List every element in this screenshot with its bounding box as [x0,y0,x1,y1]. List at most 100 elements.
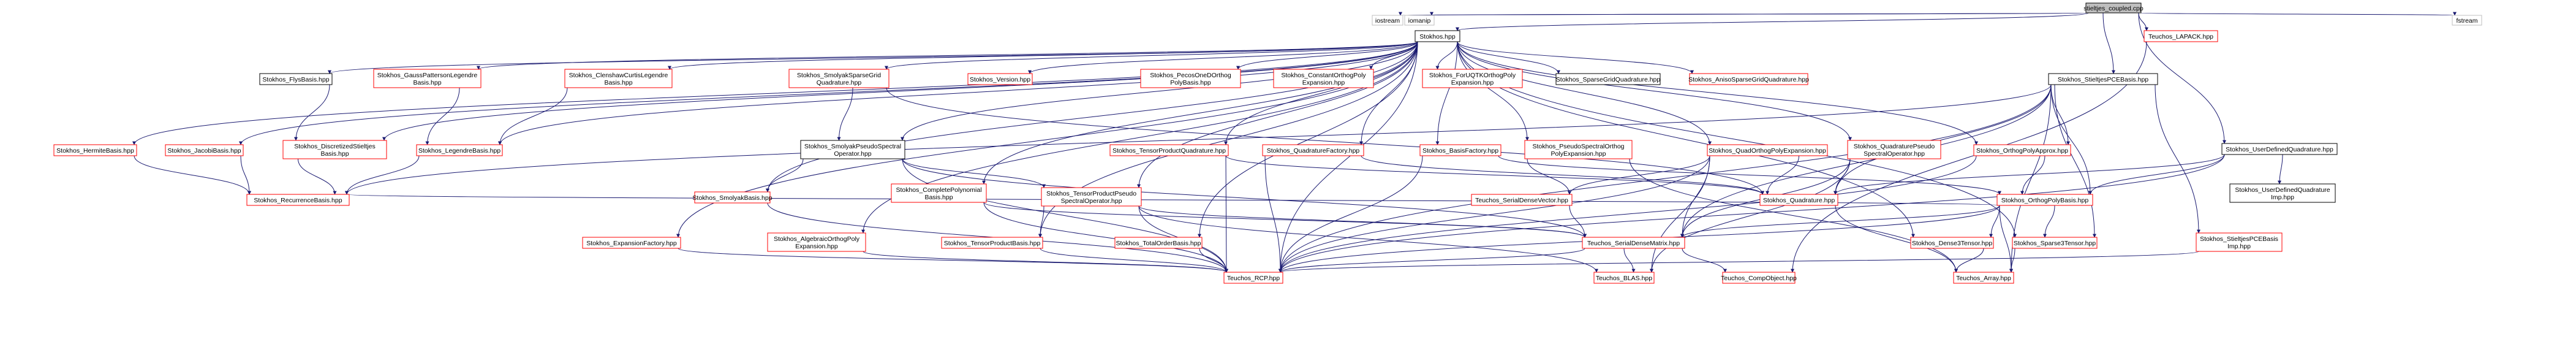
node-smolyak-pseudo[interactable]: Stokhos_SmolyakPseudoSpectralOperator.hp… [800,140,905,159]
node-orthog-poly-approx[interactable]: Stokhos_OrthogPolyApprox.hpp [1973,144,2071,156]
node-rcp[interactable]: Teuchos_RCP.hpp [1223,272,1283,284]
dependency-edge [425,87,460,145]
node-label: Expansion.hpp [1451,79,1494,86]
dependency-edge [1766,155,1799,195]
node-quadrature-factory[interactable]: Stokhos_QuadratureFactory.hpp [1262,144,1364,156]
node-dense3-tensor[interactable]: Stokhos_Dense3Tensor.hpp [1910,237,1994,249]
node-label: SpectralOperator.hpp [1864,150,1925,158]
node-legendre-basis[interactable]: Stokhos_LegendreBasis.hpp [416,144,503,156]
node-recurrence-basis[interactable]: Stokhos_RecurrenceBasis.hpp [246,194,350,206]
dependency-edge [1527,158,1571,195]
node-label: Stokhos_PseudoSpectralOrthog [1532,143,1624,150]
dependency-edge [902,158,1228,273]
node-stokhos[interactable]: Stokhos.hpp [1415,30,1460,42]
dependency-edge [1457,41,1978,145]
node-box [1973,144,2071,156]
node-box [2229,183,2336,203]
node-label: Teuchos_RCP.hpp [1227,275,1280,282]
node-box [1404,15,1435,26]
node-serial-dense-matrix[interactable]: Teuchos_SerialDenseMatrix.hpp [1582,237,1685,249]
dependency-edge [2138,12,2456,16]
node-label: Stokhos_SmolyakBasis.hpp [692,194,772,202]
dependency-edge [1498,155,2001,195]
node-label: Stokhos_SparseGridQuadrature.hpp [1556,76,1661,83]
dependency-edge [2054,84,2096,238]
node-lapack[interactable]: Teuchos_LAPACK.hpp [2144,30,2218,42]
node-box [788,69,890,88]
node-flys-basis[interactable]: Stokhos_FlysBasis.hpp [259,73,333,85]
node-label: Stokhos_ClenshawCurtisLegendre [569,72,668,79]
node-label: Stokhos_AnisoSparseGridQuadrature.hpp [1688,76,1809,83]
node-label: Stokhos_QuadratureFactory.hpp [1267,147,1360,155]
dependency-edge [1138,205,1598,273]
dependency-edge [346,194,2001,206]
dependency-edge [1457,41,1852,141]
node-expansion-factory[interactable]: Stokhos_ExpansionFactory.hpp [582,237,681,249]
dependency-edge [1279,154,2225,273]
node-label: Stokhos_FlysBasis.hpp [262,76,329,83]
dependency-edge [1629,158,1958,273]
node-version[interactable]: Stokhos_Version.hpp [967,73,1033,85]
node-sparse-grid-quad[interactable]: Stokhos_SparseGridQuadrature.hpp [1555,73,1661,85]
node-box [2085,2,2142,13]
dependency-edge [498,87,568,145]
dependency-edge [2050,84,2092,195]
node-box [1910,237,1994,249]
dependency-edge [498,41,1418,145]
dependency-edge [668,41,1418,70]
node-pseudo-spectral-orthog[interactable]: Stokhos_PseudoSpectralOrthogPolyExpansio… [1524,140,1633,159]
node-blas[interactable]: Teuchos_BLAS.hpp [1593,272,1655,284]
dependency-edge [1225,155,1764,195]
node-tensor-product-pseudo[interactable]: Stokhos_TensorProductPseudoSpectralOpera… [1041,187,1142,207]
node-quad-orthog-poly[interactable]: Stokhos_QuadOrthogPolyExpansion.hpp [1707,144,1828,156]
node-comp-object[interactable]: Teuchos_CompObject.hpp [1721,272,1797,284]
dependency-edge [382,41,1418,141]
dependency-edge [2155,84,2200,234]
node-orthog-poly-basis[interactable]: Stokhos_OrthogPolyBasis.hpp [1996,194,2093,206]
node-label: Stokhos_ConstantOrthogPoly [1281,72,1366,79]
node-user-defined-quad[interactable]: Stokhos_UserDefinedQuadrature.hpp [2221,143,2338,155]
node-stieltjes-pce-basis[interactable]: Stokhos_StieltjesPCEBasis.hpp [2048,73,2158,85]
node-label: Stokhos_QuadraturePseudo [1854,143,1935,150]
node-label: Teuchos_Array.hpp [1956,275,2011,282]
node-aniso-sparse-grid[interactable]: Stokhos_AnisoSparseGridQuadrature.hpp [1688,73,1809,85]
dependency-edge [1680,205,2000,238]
dependency-edge [1791,41,2147,273]
dependency-edge [982,41,1418,185]
dependency-edge [1680,155,1710,238]
node-box [800,140,905,159]
node-jacobi-basis[interactable]: Stokhos_JacobiBasis.hpp [165,144,244,156]
node-label: Stokhos_ExpansionFactory.hpp [586,240,677,247]
node-box [1707,144,1828,156]
node-label: Stokhos_DiscretizedStieltjes [294,143,375,150]
node-smolyak-basis[interactable]: Stokhos_SmolyakBasis.hpp [692,191,772,204]
node-tensor-product-basis[interactable]: Stokhos_TensorProductBasis.hpp [941,237,1043,249]
node-label: Imp.hpp [2227,243,2251,250]
node-quadrature-pseudo[interactable]: Stokhos_QuadraturePseudoSpectralOperator… [1847,140,1941,159]
node-box [1262,144,1364,156]
node-serial-dense-vector[interactable]: Teuchos_SerialDenseVector.hpp [1471,194,1573,206]
dependency-edge [2050,84,2070,145]
dependency-edge [1457,41,1560,74]
node-array[interactable]: Teuchos_Array.hpp [1953,272,2014,284]
dependency-edge [2138,12,2148,31]
node-basis-factory[interactable]: Stokhos_BasisFactory.hpp [1419,144,1501,156]
node-box [1582,237,1685,249]
node-box [416,144,503,156]
node-quadrature[interactable]: Stokhos_Quadrature.hpp [1759,194,1838,206]
node-hermite-basis[interactable]: Stokhos_HermiteBasis.hpp [53,144,137,156]
node-total-order-basis[interactable]: Stokhos_TotalOrderBasis.hpp [1114,237,1203,249]
node-tensor-product-quad[interactable]: Stokhos_TensorProductQuadrature.hpp [1109,144,1229,156]
node-sparse3-tensor[interactable]: Stokhos_Sparse3Tensor.hpp [2012,237,2098,249]
